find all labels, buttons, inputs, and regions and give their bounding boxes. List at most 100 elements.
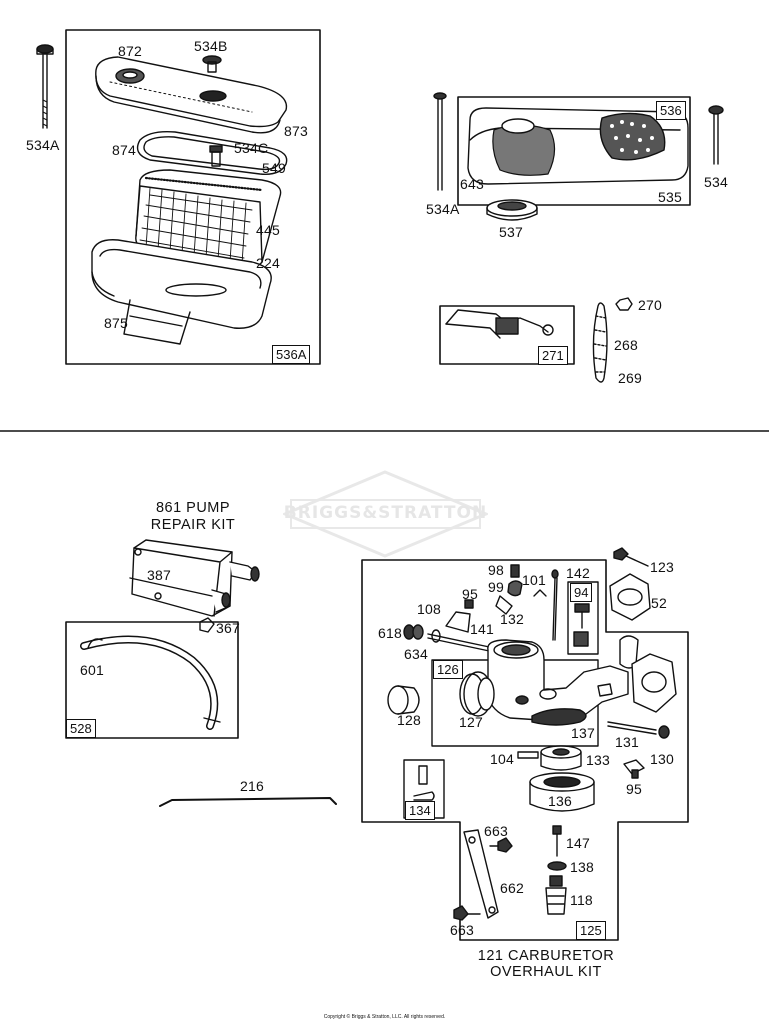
label-445: 445 — [256, 222, 280, 238]
gasket-52 — [609, 573, 651, 621]
label-127: 127 — [459, 714, 483, 730]
screw-534 — [708, 105, 724, 165]
gasket-268 — [592, 302, 608, 383]
label-138: 138 — [570, 859, 594, 875]
hose-601 — [80, 635, 221, 730]
label-133: 133 — [586, 752, 610, 768]
label-132: 132 — [500, 611, 524, 627]
kit-536-frame — [457, 96, 691, 206]
rod-216 — [159, 797, 337, 807]
label-95-lower: 95 — [626, 781, 642, 797]
pump-kit-title-line2: REPAIR KIT — [150, 517, 236, 533]
label-872: 872 — [118, 43, 142, 59]
label-216: 216 — [240, 778, 264, 794]
pump-kit-title-line1: 861 PUMP — [155, 500, 231, 516]
upper-right-group — [433, 92, 724, 383]
seal-874 — [136, 130, 288, 175]
kit-label-536: 536 — [656, 101, 686, 120]
label-534C: 534C — [234, 140, 269, 156]
plate-108 — [445, 611, 471, 633]
label-99: 99 — [488, 579, 504, 595]
nut-367 — [199, 617, 215, 633]
label-534B: 534B — [194, 38, 228, 54]
label-537: 537 — [499, 224, 523, 240]
kit-label-126: 126 — [433, 660, 463, 679]
label-535: 535 — [658, 189, 682, 205]
base-875 — [91, 239, 272, 345]
cover-872 — [95, 56, 288, 134]
label-131: 131 — [615, 734, 639, 750]
label-873: 873 — [284, 123, 308, 139]
label-875: 875 — [104, 315, 128, 331]
muffler-536 — [467, 107, 689, 185]
needle-134 — [413, 765, 435, 801]
screw-98 — [510, 564, 520, 578]
screw-131 — [607, 721, 670, 739]
kit-528-frame — [65, 621, 239, 739]
label-601: 601 — [80, 662, 104, 678]
label-874: 874 — [112, 142, 136, 158]
label-269: 269 — [618, 370, 642, 386]
label-137: 137 — [571, 725, 595, 741]
nut-270 — [615, 297, 633, 311]
bolt-534A-right — [433, 92, 447, 191]
valve-94 — [573, 603, 590, 647]
needle-142 — [551, 569, 559, 641]
kit-label-271: 271 — [538, 346, 568, 365]
kit-94-frame — [567, 581, 599, 655]
copyright-notice: Copyright © Briggs & Stratton, LLC. All … — [323, 1014, 446, 1020]
spring-99 — [507, 580, 523, 597]
carburetor-kit-title-line2: OVERHAUL KIT — [490, 964, 602, 980]
label-643: 643 — [460, 176, 484, 192]
label-224: 224 — [256, 255, 280, 271]
element-445 — [135, 169, 282, 270]
kit-label-125: 125 — [576, 921, 606, 940]
nozzle-118 — [545, 875, 567, 915]
label-618: 618 — [378, 625, 402, 641]
label-95-upper: 95 — [462, 586, 478, 602]
label-634: 634 — [404, 646, 428, 662]
label-136: 136 — [548, 793, 572, 809]
float-133 — [540, 745, 582, 771]
bolt-534A-left — [36, 44, 54, 129]
pump-group — [65, 539, 337, 807]
bracket-271 — [445, 309, 554, 339]
needle-147 — [552, 825, 562, 857]
screw-663b — [453, 905, 481, 921]
knob-534B — [202, 55, 222, 73]
kit-label-528: 528 — [66, 719, 96, 738]
screw-663a — [489, 837, 513, 853]
label-141: 141 — [470, 621, 494, 637]
kit-536A-frame — [65, 29, 321, 365]
label-147: 147 — [566, 835, 590, 851]
label-128: 128 — [397, 712, 421, 728]
label-142: 142 — [566, 565, 590, 581]
label-549: 549 — [262, 160, 286, 176]
label-367: 367 — [216, 620, 240, 636]
choke-127 — [459, 671, 495, 717]
kit-label-94: 94 — [570, 583, 593, 602]
label-534: 534 — [704, 174, 728, 190]
shaft-141 — [427, 629, 495, 653]
washer-138 — [547, 861, 567, 871]
screw-95a — [464, 599, 474, 609]
kit-271-frame — [439, 305, 575, 365]
label-123: 123 — [650, 559, 674, 575]
kit-label-536A: 536A — [272, 345, 311, 364]
label-104: 104 — [490, 751, 514, 767]
pump-387 — [129, 539, 260, 617]
spring-618 — [403, 624, 424, 640]
label-130: 130 — [650, 751, 674, 767]
screw-534C — [209, 145, 223, 167]
screw-123 — [613, 547, 649, 567]
part-128 — [387, 685, 420, 715]
air-cleaner-group — [36, 29, 321, 365]
kit-label-134: 134 — [405, 801, 435, 820]
carburetor-body — [487, 635, 677, 721]
carburetor-group — [361, 547, 689, 941]
bracket-662 — [463, 829, 499, 919]
label-663-lower: 663 — [450, 922, 474, 938]
label-101: 101 — [522, 572, 546, 588]
